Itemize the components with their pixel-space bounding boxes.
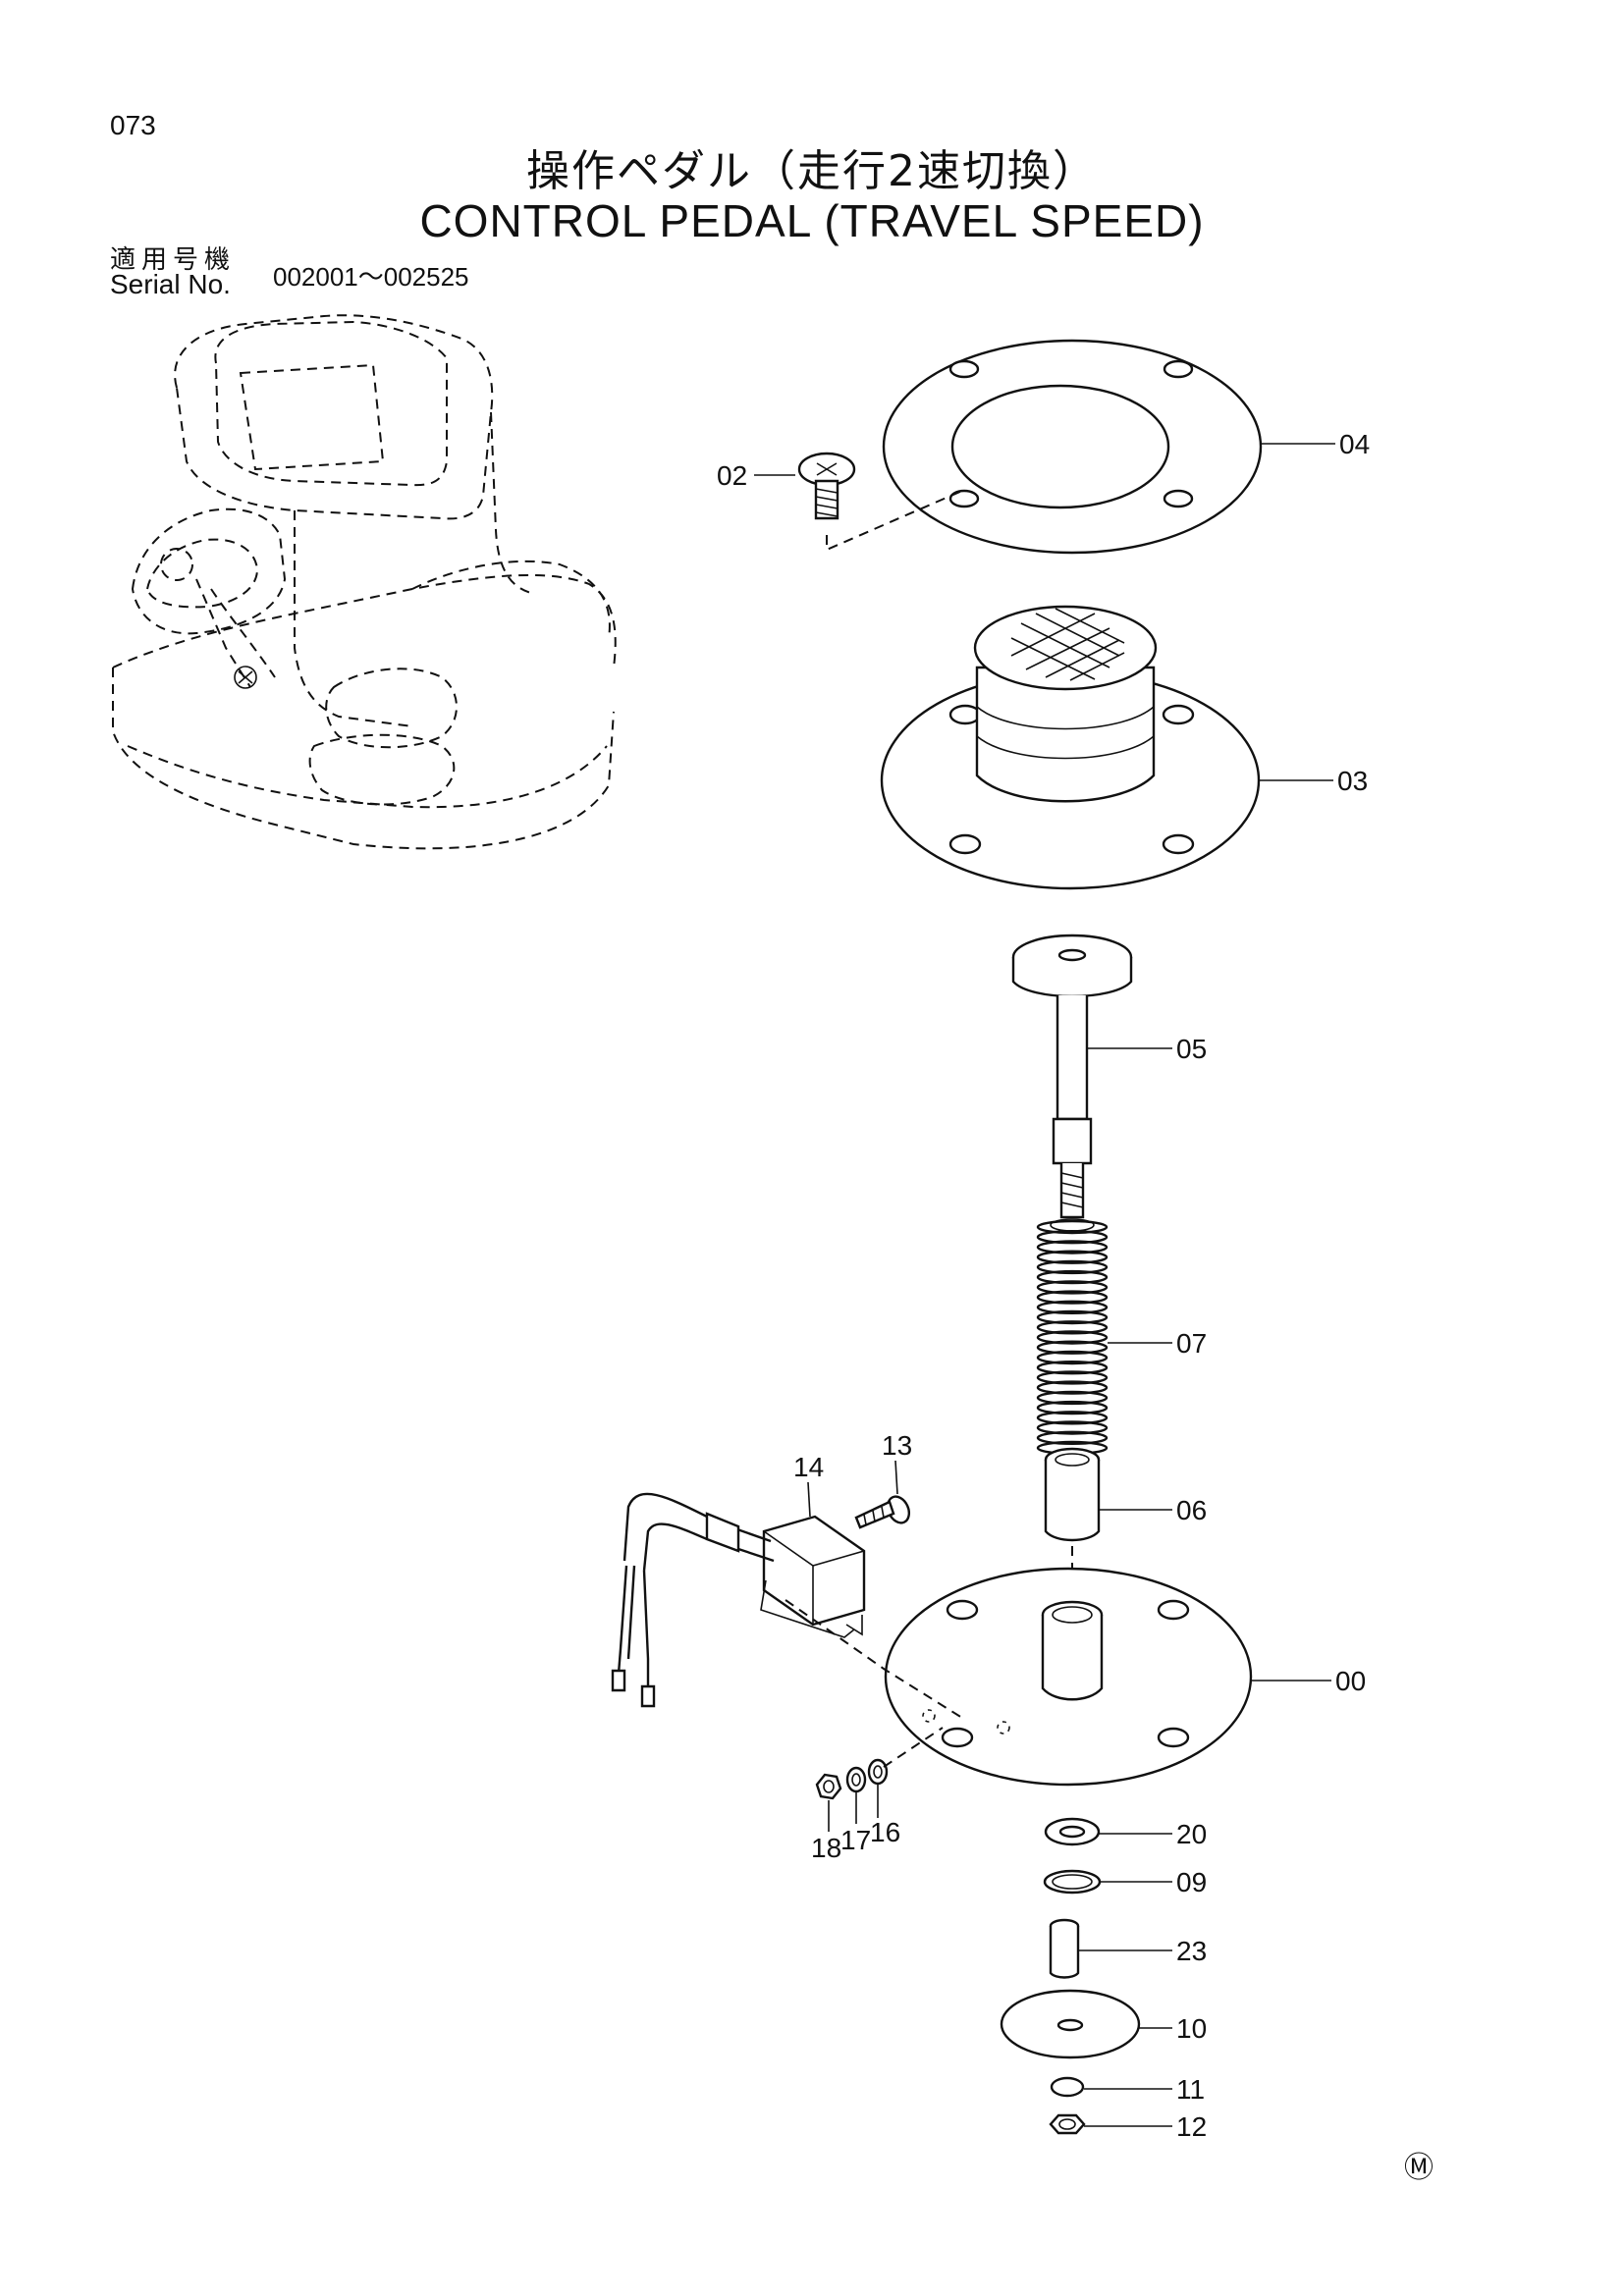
callout-20: 20 (1176, 1819, 1207, 1849)
title-english: CONTROL PEDAL (TRAVEL SPEED) (419, 195, 1205, 246)
part-05-rod (1011, 934, 1133, 1219)
spring-coil (1036, 1411, 1109, 1425)
spring-coil (1036, 1360, 1109, 1375)
spring-coil (1036, 1380, 1109, 1395)
callout-18: 18 (811, 1833, 841, 1863)
part-12-nut (1049, 2113, 1086, 2135)
part-09-snap-ring (1043, 1869, 1102, 1895)
leader-lines (754, 443, 1335, 2127)
part-11-snap-ring (1050, 2076, 1085, 2098)
part-03-pedal (880, 605, 1261, 890)
part-02-screw (797, 452, 963, 552)
callout-02: 02 (717, 460, 747, 491)
part-23-collar (1049, 1918, 1080, 1979)
spring-coil (1036, 1309, 1109, 1325)
page-number: 073 (110, 110, 156, 140)
spring-coil (1036, 1420, 1109, 1435)
callout-13: 13 (882, 1430, 912, 1461)
callout-23: 23 (1176, 1936, 1207, 1966)
spring-coil (1036, 1280, 1109, 1295)
spring-coil (1036, 1370, 1109, 1385)
callout-07: 07 (1176, 1328, 1207, 1359)
serial-range: 002001～002525 (273, 262, 469, 292)
part-14-switch (611, 1492, 963, 1719)
callout-11: 11 (1176, 2074, 1205, 2105)
part-07-spring (1036, 1218, 1109, 1456)
spring-coil (1036, 1390, 1109, 1406)
callout-05: 05 (1176, 1034, 1207, 1064)
spring-coil (1036, 1219, 1109, 1235)
part-20-washer (1044, 1817, 1101, 1846)
spring-coil (1036, 1330, 1109, 1345)
part-10-disc (1000, 1989, 1141, 2059)
spring-coil (1036, 1340, 1109, 1355)
spring-coil (1036, 1430, 1109, 1446)
spring-coil (1036, 1300, 1109, 1315)
serial-label-japanese: 適用号機 (110, 245, 237, 275)
callout-labels: 04 02 03 05 07 06 00 13 14 16 17 18 20 0… (717, 429, 1434, 2185)
spring-coil (1036, 1290, 1109, 1305)
spring-top-coil (1050, 1218, 1095, 1232)
part-04-ring-plate (882, 339, 1263, 555)
callout-14: 14 (793, 1452, 824, 1482)
callout-03: 03 (1337, 766, 1368, 796)
callout-17: 17 (840, 1825, 871, 1855)
spring-coil (1036, 1269, 1109, 1285)
spring-coil (1036, 1240, 1109, 1255)
part-13-bolt (854, 1495, 911, 1529)
m-mark: Ⓜ (1404, 2151, 1434, 2185)
part-00-base-plate (884, 1567, 1253, 1787)
callout-00: 00 (1335, 1666, 1366, 1696)
callout-09: 09 (1176, 1867, 1207, 1897)
spring-coil (1036, 1320, 1109, 1335)
cab-location-sketch (112, 314, 617, 850)
spring-coil (1036, 1400, 1109, 1415)
callout-16: 16 (870, 1817, 900, 1847)
callout-06: 06 (1176, 1495, 1207, 1525)
serial-label-english: Serial No. (110, 269, 231, 299)
part-06-bushing (1044, 1447, 1101, 1610)
spring-coil (1036, 1350, 1109, 1365)
parts-16-17-18-fasteners (815, 1727, 944, 1800)
callout-10: 10 (1176, 2013, 1207, 2044)
title-japanese: 操作ペダル（走行2速切換） (526, 146, 1098, 196)
callout-12: 12 (1176, 2111, 1207, 2142)
spring-coil (1036, 1259, 1109, 1275)
callout-04: 04 (1339, 429, 1370, 459)
spring-coil (1036, 1250, 1109, 1264)
